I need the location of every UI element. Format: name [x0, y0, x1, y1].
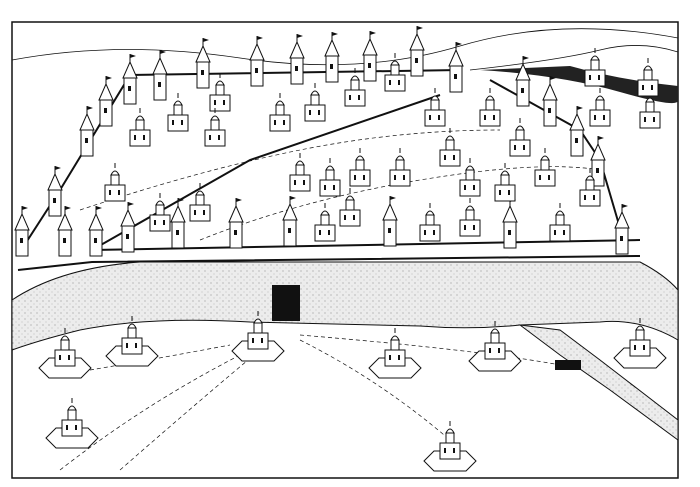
small-bridge: [555, 360, 581, 370]
river: [11, 66, 679, 441]
bridge: [272, 285, 300, 321]
background-hills: [11, 28, 679, 71]
roads: [59, 129, 601, 471]
